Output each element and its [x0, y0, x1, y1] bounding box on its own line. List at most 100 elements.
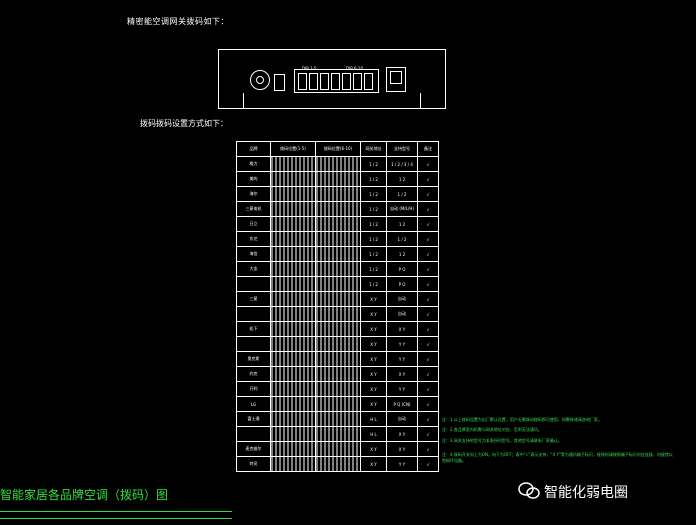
dip-cell [270, 261, 316, 277]
table-cell: 1 / 2 [386, 231, 418, 247]
table-cell: √ [417, 231, 439, 247]
dip1-label: DIP 1-5 [302, 66, 317, 71]
dip-cell [315, 231, 361, 247]
dip-cell [270, 336, 316, 352]
brand-cell [236, 276, 271, 292]
brand-cell: 大金 [236, 261, 271, 277]
dip-cell [270, 246, 316, 262]
table-cell: Y Y [386, 381, 418, 397]
table-cell: P O [386, 261, 418, 277]
dip-cell [315, 426, 361, 442]
title-underline [0, 511, 232, 512]
table-header-cell: 品牌 [236, 141, 271, 157]
table-cell: √ [417, 411, 439, 427]
table-cell: H L [360, 426, 387, 442]
watermark-text: 智能化弱电圈 [544, 485, 628, 501]
table-cell: 自动 [386, 411, 418, 427]
table-cell: 自动 [386, 306, 418, 322]
table-cell: 1 2 [386, 216, 418, 232]
dip-cell [270, 396, 316, 412]
dip-cell [315, 411, 361, 427]
brand-cell: 格力 [236, 156, 271, 172]
brand-cell: 开利 [236, 381, 271, 397]
table-cell: √ [417, 351, 439, 367]
dip-cell [270, 381, 316, 397]
brand-cell [236, 306, 271, 322]
table-header-cell: 支持型号 [386, 141, 418, 157]
table-cell: 1 / 2 [360, 231, 387, 247]
table-cell: 1 / 2 [360, 171, 387, 187]
mid-caption: 拨码拨码设置方式如下： [140, 119, 228, 128]
note-2: 注：2.各品牌室内机需与网关地址对应，否则无法通讯。 [442, 427, 542, 432]
network-jack-icon [386, 67, 406, 92]
brand-cell: 三星 [236, 291, 271, 307]
power-knob-inner-icon [256, 76, 264, 84]
table-cell: √ [417, 186, 439, 202]
dip-switch-block [294, 69, 379, 93]
usb-port-icon [274, 74, 285, 91]
title-underline-2 [0, 518, 232, 519]
dip-cell [270, 456, 316, 472]
table-cell: 1 / 2 [360, 261, 387, 277]
table-cell: Y Y [386, 456, 418, 472]
dip-cell [270, 441, 316, 457]
dip-cell [315, 336, 361, 352]
dip-switch [364, 73, 373, 90]
network-jack-inner-icon [390, 71, 402, 84]
dip-switch [331, 73, 340, 90]
table-cell: X Y [360, 396, 387, 412]
brand-cell: 三菱电机 [236, 201, 271, 217]
dip-cell [270, 201, 316, 217]
dip-cell [315, 321, 361, 337]
table-cell: X Y [360, 381, 387, 397]
table-cell: X Y [386, 441, 418, 457]
dip-cell [270, 216, 316, 232]
brand-cell: LG [236, 396, 271, 412]
dip-cell [315, 246, 361, 262]
dip-cell [270, 231, 316, 247]
dip-cell [315, 156, 361, 172]
dip-cell [270, 411, 316, 427]
dip-cell [270, 306, 316, 322]
brand-cell [236, 336, 271, 352]
brand-cell: 奥克斯 [236, 351, 271, 367]
table-cell: X Y [360, 441, 387, 457]
table-cell: √ [417, 456, 439, 472]
power-knob-icon [250, 70, 270, 90]
brand-cell: 富士通 [236, 411, 271, 427]
brand-cell: 美的 [236, 171, 271, 187]
table-cell: P Q (CN) [386, 396, 418, 412]
dip2-label: DIP 6-10 [346, 66, 364, 71]
dip-cell [315, 456, 361, 472]
table-cell: X Y [360, 336, 387, 352]
table-cell: √ [417, 171, 439, 187]
table-cell: X Y [360, 366, 387, 382]
dip-cell [315, 201, 361, 217]
table-cell: X Y [360, 321, 387, 337]
dip-cell [315, 351, 361, 367]
table-cell: 1 / 2 [360, 156, 387, 172]
brand-cell: 日立 [236, 216, 271, 232]
table-cell: 自动 (M/L/H) [386, 201, 418, 217]
dip-cell [315, 216, 361, 232]
table-cell: √ [417, 261, 439, 277]
wechat-icon [518, 482, 540, 499]
dip-cell [270, 351, 316, 367]
brand-cell: 海尔 [236, 186, 271, 202]
table-cell: √ [417, 381, 439, 397]
table-cell: 1 2 [386, 246, 418, 262]
table-cell: X Y [360, 351, 387, 367]
table-cell: √ [417, 396, 439, 412]
